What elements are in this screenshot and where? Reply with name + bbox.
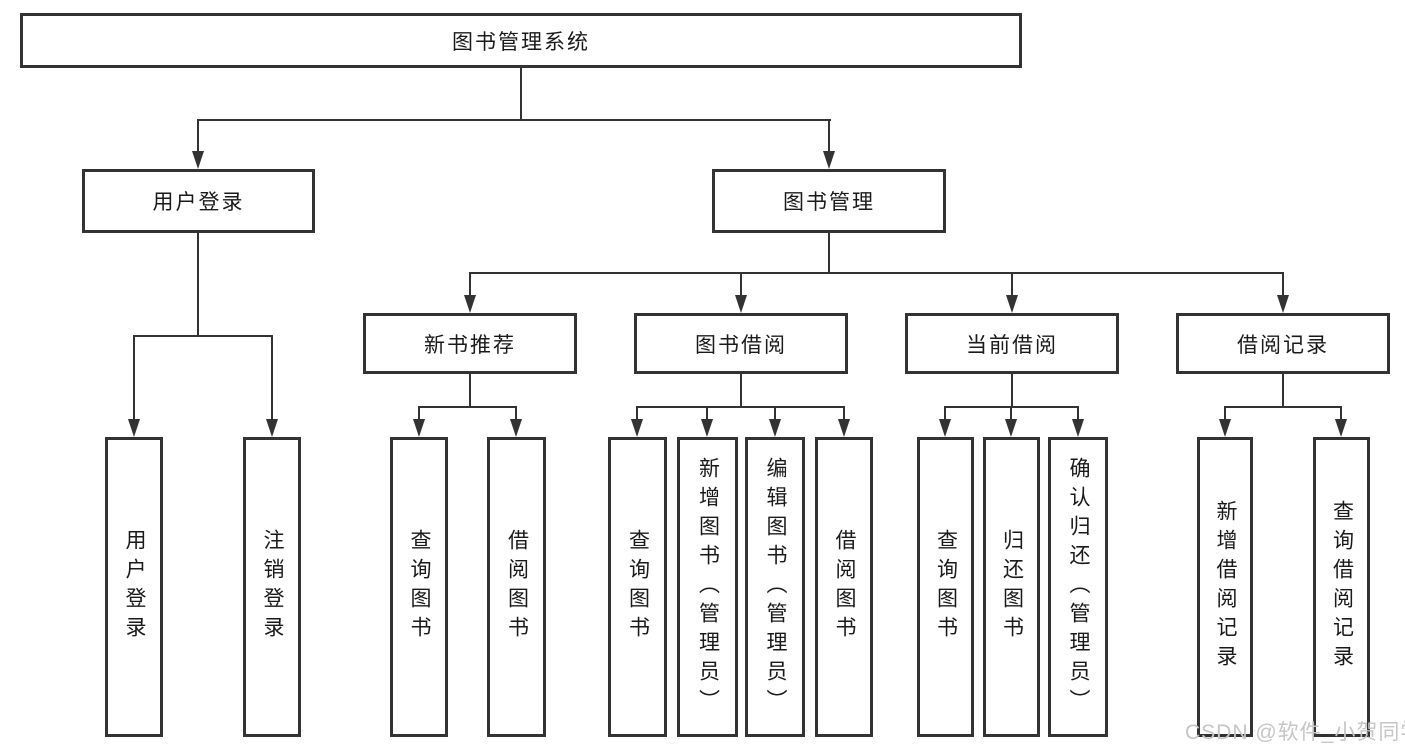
arrow-down-icon: [939, 419, 951, 437]
node-label: 用户登录: [152, 191, 245, 214]
node-label: 新增借阅记录: [1214, 500, 1237, 674]
node-add-book-admin: 新增图书（管理员）: [677, 437, 738, 737]
node-label: 图书管理: [783, 191, 875, 214]
connector-hline: [197, 119, 831, 121]
connector-vline: [1010, 406, 1012, 421]
arrow-down-icon: [413, 419, 425, 437]
node-book-borrowing: 图书借阅: [634, 313, 848, 374]
arrow-down-icon: [192, 151, 204, 169]
arrow-down-icon: [1072, 419, 1084, 437]
connector-vline: [418, 406, 420, 421]
node-label: 新增图书（管理员）: [696, 456, 720, 718]
node-label: 确认归还（管理员）: [1067, 456, 1090, 718]
node-label: 图书借阅: [695, 333, 787, 357]
arrow-down-icon: [838, 419, 850, 437]
node-current-borrowing: 当前借阅: [905, 313, 1119, 374]
arrow-down-icon: [1219, 419, 1231, 437]
node-book-management: 图书管理: [712, 169, 946, 233]
node-query-borrow-record: 查询借阅记录: [1313, 437, 1370, 737]
node-label: 查询图书: [934, 529, 958, 645]
connector-vline: [944, 406, 946, 421]
arrow-down-icon: [266, 419, 278, 437]
arrow-down-icon: [510, 419, 522, 437]
node-label: 借阅图书: [833, 529, 856, 645]
csdn-watermark: CSDN @软件_小贺同学: [1185, 721, 1405, 744]
node-return-book: 归还图书: [983, 437, 1040, 737]
node-query-books-under-recommendation: 查询图书: [390, 437, 448, 737]
connector-vline: [520, 68, 522, 120]
connector-vline: [1282, 272, 1284, 297]
connector-hline: [469, 272, 1284, 274]
node-label: 图书管理系统: [452, 30, 590, 54]
node-library-system: 图书管理系统: [20, 13, 1022, 68]
connector-vline: [1340, 406, 1342, 421]
node-confirm-return-admin: 确认归还（管理员）: [1048, 437, 1108, 737]
node-user-login: 用户登录: [82, 169, 315, 233]
node-borrow-books-under-recommendation: 借阅图书: [487, 437, 546, 737]
connector-vline: [740, 272, 742, 297]
node-label: 查询图书: [626, 529, 650, 645]
node-label: 查询图书: [408, 529, 431, 645]
connector-vline: [1224, 406, 1226, 421]
connector-vline: [1011, 272, 1013, 297]
connector-vline: [706, 406, 708, 421]
connector-vline: [828, 233, 830, 274]
node-label: 新书推荐: [424, 333, 516, 357]
connector-vline: [469, 272, 471, 297]
node-edit-book-admin: 编辑图书（管理员）: [745, 437, 805, 737]
arrow-down-icon: [1005, 419, 1017, 437]
connector-hline: [133, 335, 273, 337]
connector-vline: [828, 119, 830, 153]
node-label: 归还图书: [1000, 529, 1024, 645]
node-query-books-under-borrowing: 查询图书: [608, 437, 667, 737]
arrow-down-icon: [769, 419, 781, 437]
arrow-down-icon: [823, 151, 835, 169]
arrow-down-icon: [631, 419, 643, 437]
connector-vline: [774, 406, 776, 421]
arrow-down-icon: [1335, 419, 1347, 437]
connector-vline: [1011, 374, 1013, 408]
connector-vline: [197, 119, 199, 153]
node-label: 注销登录: [261, 529, 284, 645]
node-label: 用户登录: [123, 529, 146, 645]
arrow-down-icon: [1006, 295, 1018, 313]
connector-vline: [515, 406, 517, 421]
connector-vline: [271, 335, 273, 421]
node-logout-leaf: 注销登录: [243, 437, 301, 737]
arrow-down-icon: [1277, 295, 1289, 313]
node-label: 当前借阅: [966, 333, 1058, 357]
arrow-down-icon: [128, 419, 140, 437]
arrow-down-icon: [464, 295, 476, 313]
connector-vline: [469, 374, 471, 408]
connector-vline: [1282, 374, 1284, 408]
connector-vline: [133, 335, 135, 421]
connector-vline: [843, 406, 845, 421]
node-user-login-leaf: 用户登录: [105, 437, 163, 737]
connector-vline: [636, 406, 638, 421]
arrow-down-icon: [701, 419, 713, 437]
node-new-book-recommendation: 新书推荐: [363, 313, 577, 374]
node-borrowing-records: 借阅记录: [1176, 313, 1390, 374]
arrow-down-icon: [735, 295, 747, 313]
connector-hline: [1224, 406, 1342, 408]
node-label: 编辑图书（管理员）: [764, 456, 787, 718]
node-label: 借阅记录: [1237, 333, 1329, 357]
node-add-borrow-record: 新增借阅记录: [1197, 437, 1253, 737]
node-query-books-under-current: 查询图书: [917, 437, 974, 737]
node-label: 查询借阅记录: [1330, 500, 1354, 674]
connector-hline: [636, 406, 845, 408]
connector-vline: [197, 233, 199, 337]
node-label: 借阅图书: [505, 529, 529, 645]
connector-vline: [740, 374, 742, 408]
connector-hline: [418, 406, 517, 408]
node-borrow-books-under-borrowing: 借阅图书: [815, 437, 873, 737]
connector-vline: [1077, 406, 1079, 421]
